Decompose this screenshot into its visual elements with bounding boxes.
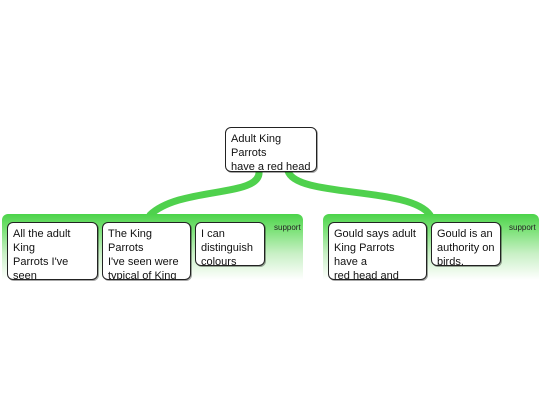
link-left (146, 167, 263, 219)
support-label-left: support (274, 223, 301, 232)
premise-box[interactable]: Gould is an authority on birds. (431, 222, 501, 266)
link-right (284, 167, 434, 219)
claim-box[interactable]: Adult King Parrots have a red head and g… (225, 127, 317, 172)
premise-box[interactable]: All the adult King Parrots I've seen had… (7, 222, 98, 280)
premise-box[interactable]: Gould says adult King Parrots have a red… (328, 222, 427, 280)
premise-box[interactable]: I can distinguish colours well. (195, 222, 265, 266)
premise-box[interactable]: The King Parrots I've seen were typical … (102, 222, 191, 280)
support-label-right: support (509, 223, 536, 232)
